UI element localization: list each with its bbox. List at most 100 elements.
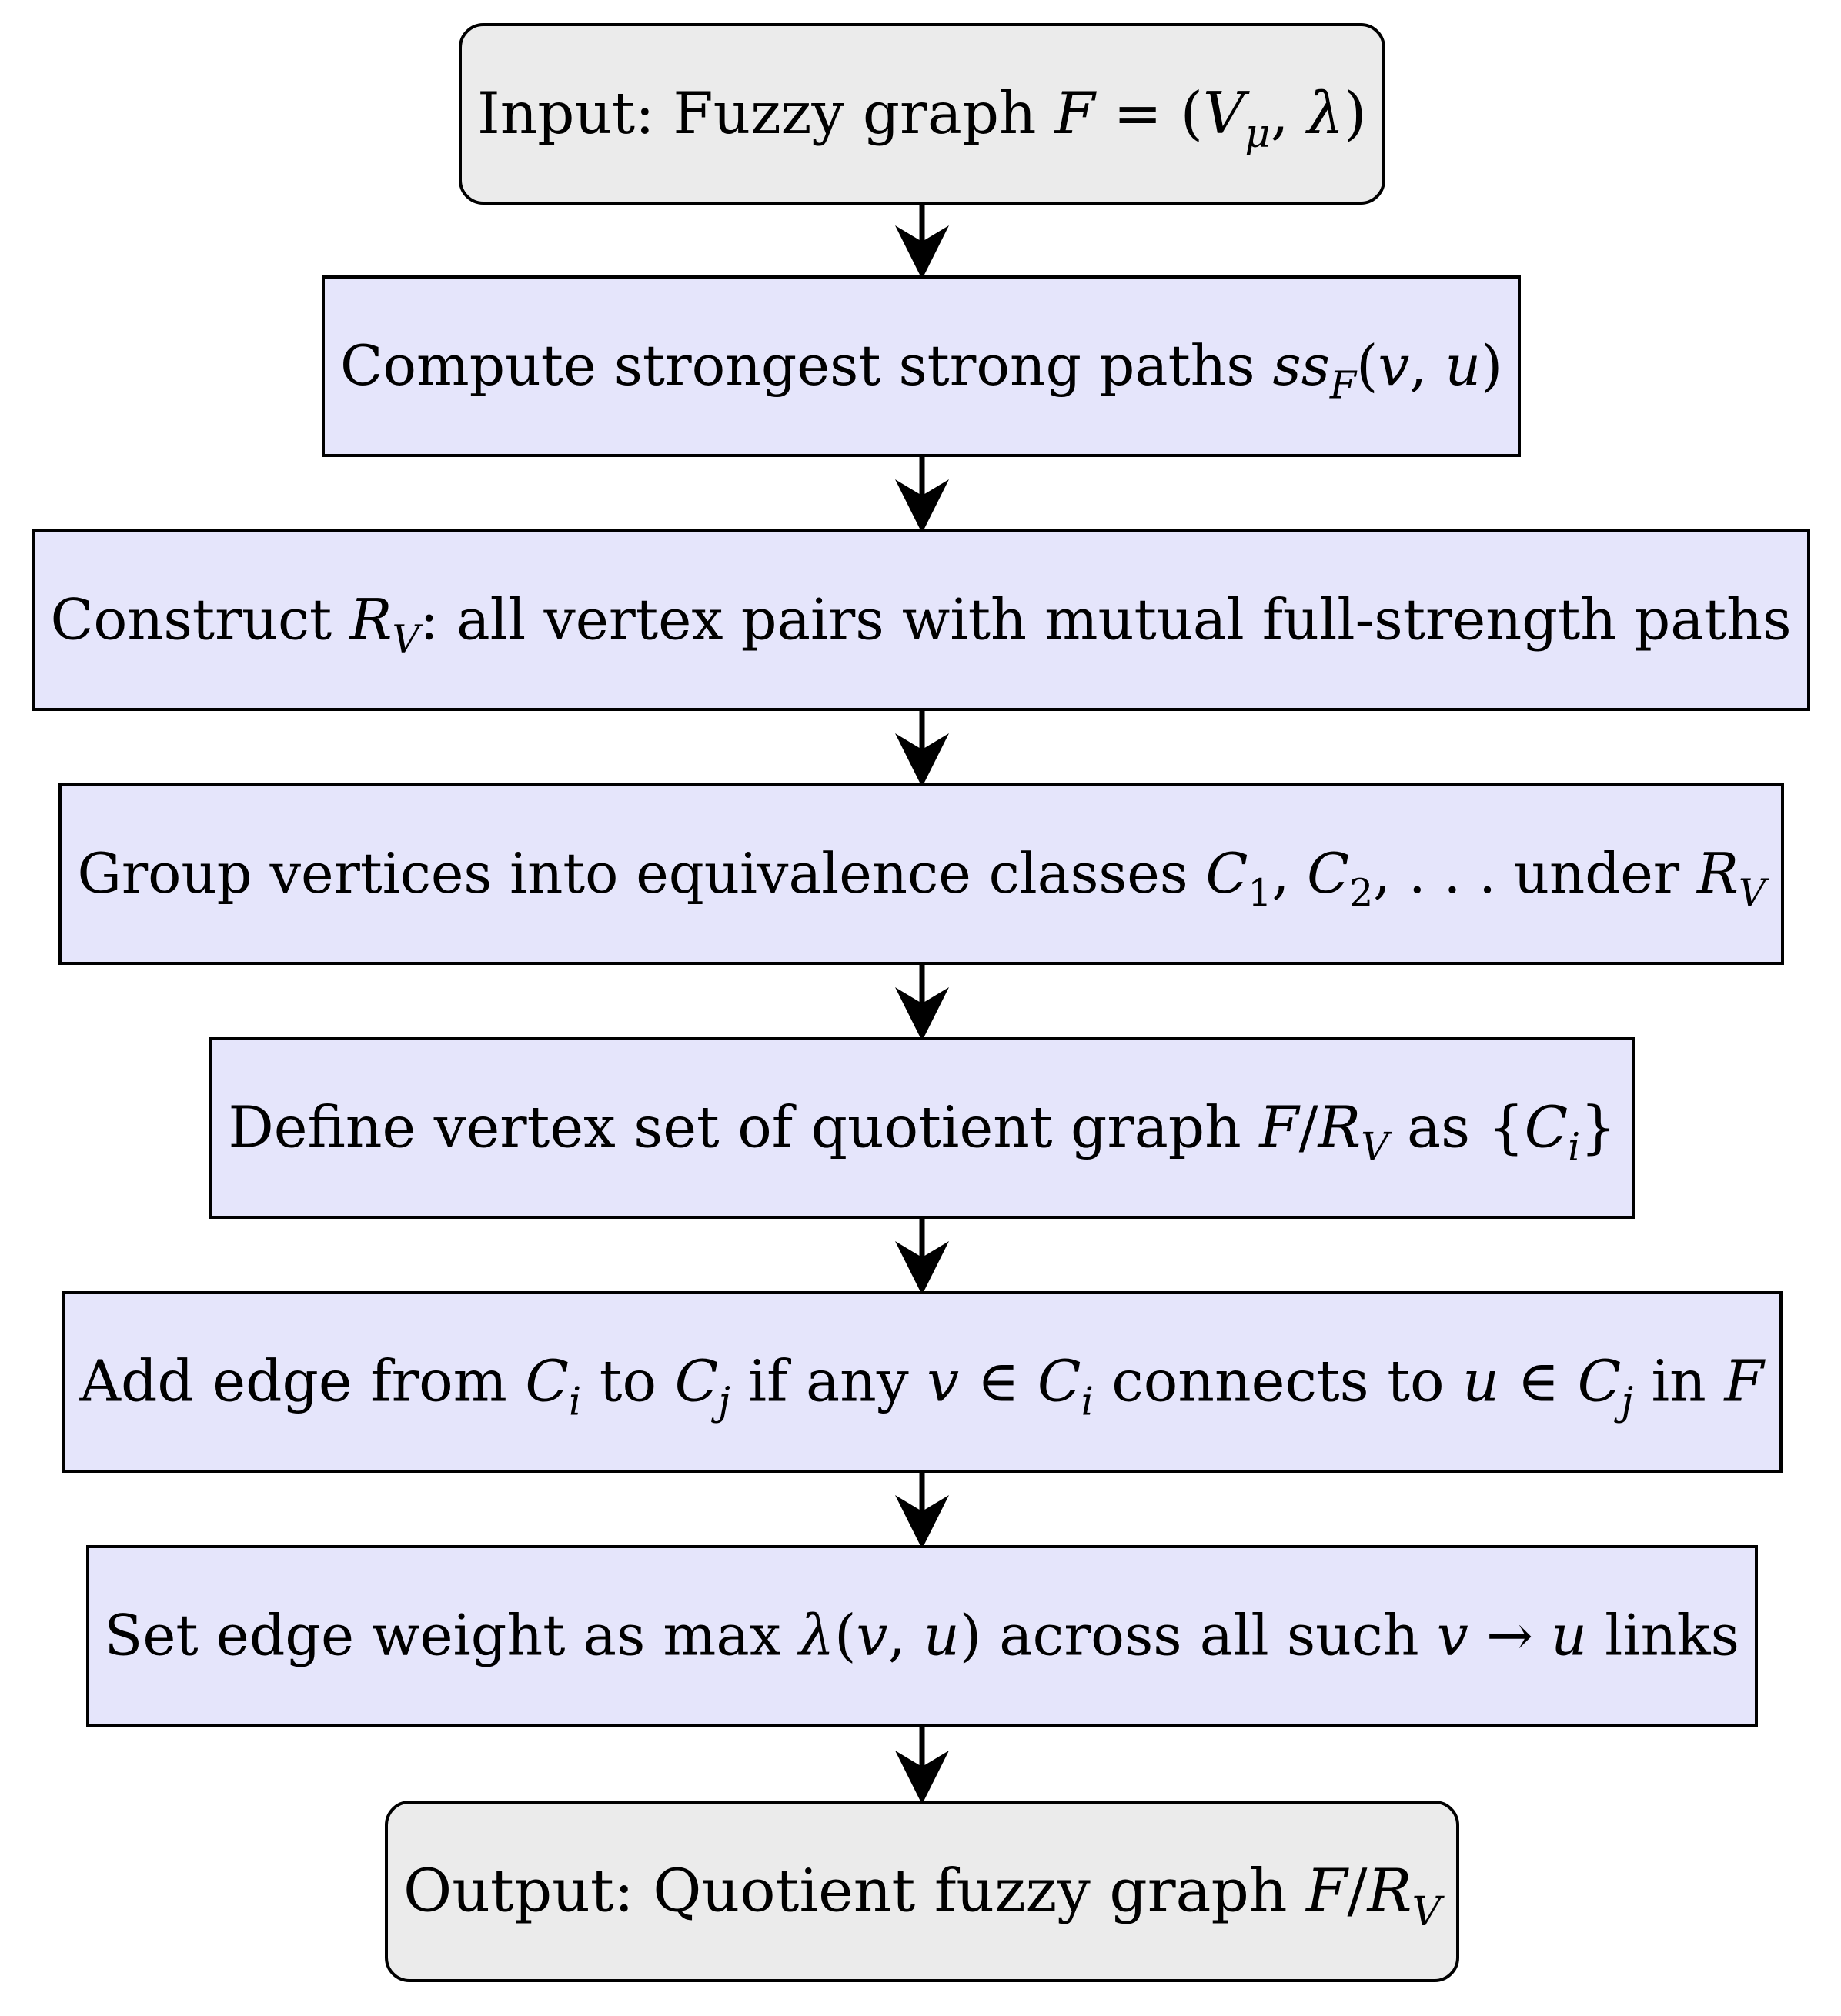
label-math: V [1203, 80, 1245, 148]
label-math: i [1081, 1378, 1094, 1424]
label-text: F [1306, 1857, 1347, 1926]
construct-rv-node: Construct RV: all vertex pairs with mutu… [32, 529, 1810, 711]
label-math: v [927, 1349, 960, 1415]
label-math: C [1037, 1349, 1081, 1415]
label-text: Define vertex set of quotient graph [228, 1095, 1259, 1161]
label-text: ∈ [1499, 1349, 1579, 1415]
label-text: = ( [1094, 80, 1204, 148]
define-vertex-set-node-label: Define vertex set of quotient graph F/RV… [228, 1095, 1616, 1167]
label-subscript: V [1412, 1888, 1441, 1935]
label-text: C [526, 1349, 570, 1414]
label-text: V [1203, 81, 1245, 148]
label-math: F [1305, 1857, 1348, 1926]
set-edge-weight-node: Set edge weight as max λ(v, u) across al… [86, 1545, 1758, 1727]
label-text: , . . . under [1372, 842, 1697, 906]
label-text: C [1205, 843, 1248, 906]
label-math: ss [1272, 334, 1330, 399]
label-math: v [1437, 1604, 1469, 1668]
label-subscript: i [1081, 1379, 1094, 1424]
label-text: Construct [50, 587, 350, 653]
label-text: v [857, 1604, 888, 1668]
label-text: R [1697, 843, 1739, 906]
label-text: v [1437, 1604, 1468, 1668]
label-text: , [887, 1604, 924, 1668]
label-math: C [1205, 842, 1248, 906]
label-text: R [1318, 1095, 1361, 1160]
label-math: u [1445, 334, 1481, 399]
label-text: R [350, 588, 393, 653]
group-vertices-node: Group vertices into equivalence classes … [58, 783, 1784, 965]
label-math: V [392, 616, 420, 662]
label-math: λ [799, 1604, 835, 1668]
label-text: F [1055, 81, 1095, 148]
input-node-label: Input: Fuzzy graph F = (Vμ, λ) [477, 80, 1367, 154]
label-text: u [1445, 334, 1481, 399]
label-text: ) [1480, 334, 1503, 399]
label-text: ( [1355, 334, 1378, 399]
label-text: : all vertex pairs with mutual full-stre… [419, 587, 1793, 653]
label-text: Output: Quotient fuzzy graph [403, 1857, 1306, 1926]
label-math: R [1318, 1095, 1361, 1161]
label-math: R [1367, 1857, 1412, 1926]
label-text: to [581, 1349, 675, 1415]
label-text: ) [1344, 80, 1367, 148]
label-math: C [525, 1349, 570, 1415]
label-text: F [1725, 1349, 1764, 1414]
label-text: / [1298, 1095, 1318, 1161]
label-text: connects to [1094, 1349, 1463, 1415]
label-text: , [1270, 80, 1308, 148]
label-math: C [1306, 842, 1349, 906]
label-text: Compute strongest strong paths [339, 334, 1273, 399]
label-text: ∈ [959, 1349, 1038, 1415]
label-text: links [1587, 1604, 1740, 1668]
label-text: C [675, 1349, 719, 1414]
label-math: λ [1307, 80, 1345, 148]
label-math: F [1329, 362, 1356, 408]
label-subscript: i [569, 1379, 581, 1424]
label-subscript: F [1330, 363, 1356, 408]
label-subscript: j [719, 1379, 731, 1424]
label-math: R [349, 587, 393, 653]
label-text: in [1633, 1349, 1725, 1415]
label-text: u [1551, 1604, 1587, 1668]
label-math: u [1551, 1604, 1588, 1668]
label-math: V [1360, 1124, 1389, 1170]
label-text: R [1367, 1857, 1412, 1926]
label-subscript: V [393, 617, 420, 662]
label-text: Add edge from [79, 1349, 526, 1415]
group-vertices-node-label: Group vertices into equivalence classes … [77, 842, 1766, 912]
label-text: C [1307, 843, 1349, 906]
label-text: as { [1388, 1095, 1525, 1161]
label-math: C [674, 1349, 719, 1415]
label-text: , [1409, 334, 1445, 399]
label-math: C [1524, 1095, 1568, 1161]
define-vertex-set-node: Define vertex set of quotient graph F/RV… [209, 1037, 1635, 1219]
output-node-label: Output: Quotient fuzzy graph F/RV [403, 1857, 1441, 1932]
input-node: Input: Fuzzy graph F = (Vμ, λ) [459, 23, 1385, 205]
label-text: if any [730, 1349, 927, 1415]
label-math: i [569, 1378, 582, 1424]
construct-rv-node-label: Construct RV: all vertex pairs with mutu… [50, 587, 1793, 659]
label-text: F [1259, 1095, 1298, 1160]
label-text: v [1378, 334, 1409, 399]
label-math: F [1724, 1349, 1765, 1415]
label-math: j [1621, 1378, 1634, 1424]
label-text: , [1271, 842, 1307, 906]
compute-paths-node: Compute strongest strong paths ssF(v, u) [322, 275, 1521, 457]
label-text: ss [1272, 334, 1329, 399]
label-text: C [1578, 1349, 1622, 1414]
label-math: v [856, 1604, 888, 1668]
label-text: / [1347, 1857, 1368, 1926]
label-subscript: V [1739, 871, 1766, 915]
label-text: λ [1308, 81, 1345, 148]
add-edge-node: Add edge from Ci to Cj if any v ∈ Ci con… [62, 1291, 1783, 1473]
label-text: } [1579, 1095, 1616, 1161]
label-math: R [1696, 842, 1739, 906]
label-text: C [1037, 1349, 1081, 1414]
label-text: Set edge weight as max [104, 1604, 800, 1668]
label-math: μ [1245, 110, 1271, 157]
label-math: v [1378, 334, 1410, 399]
label-subscript: j [1622, 1379, 1634, 1424]
label-text: ) across all such [960, 1604, 1438, 1668]
